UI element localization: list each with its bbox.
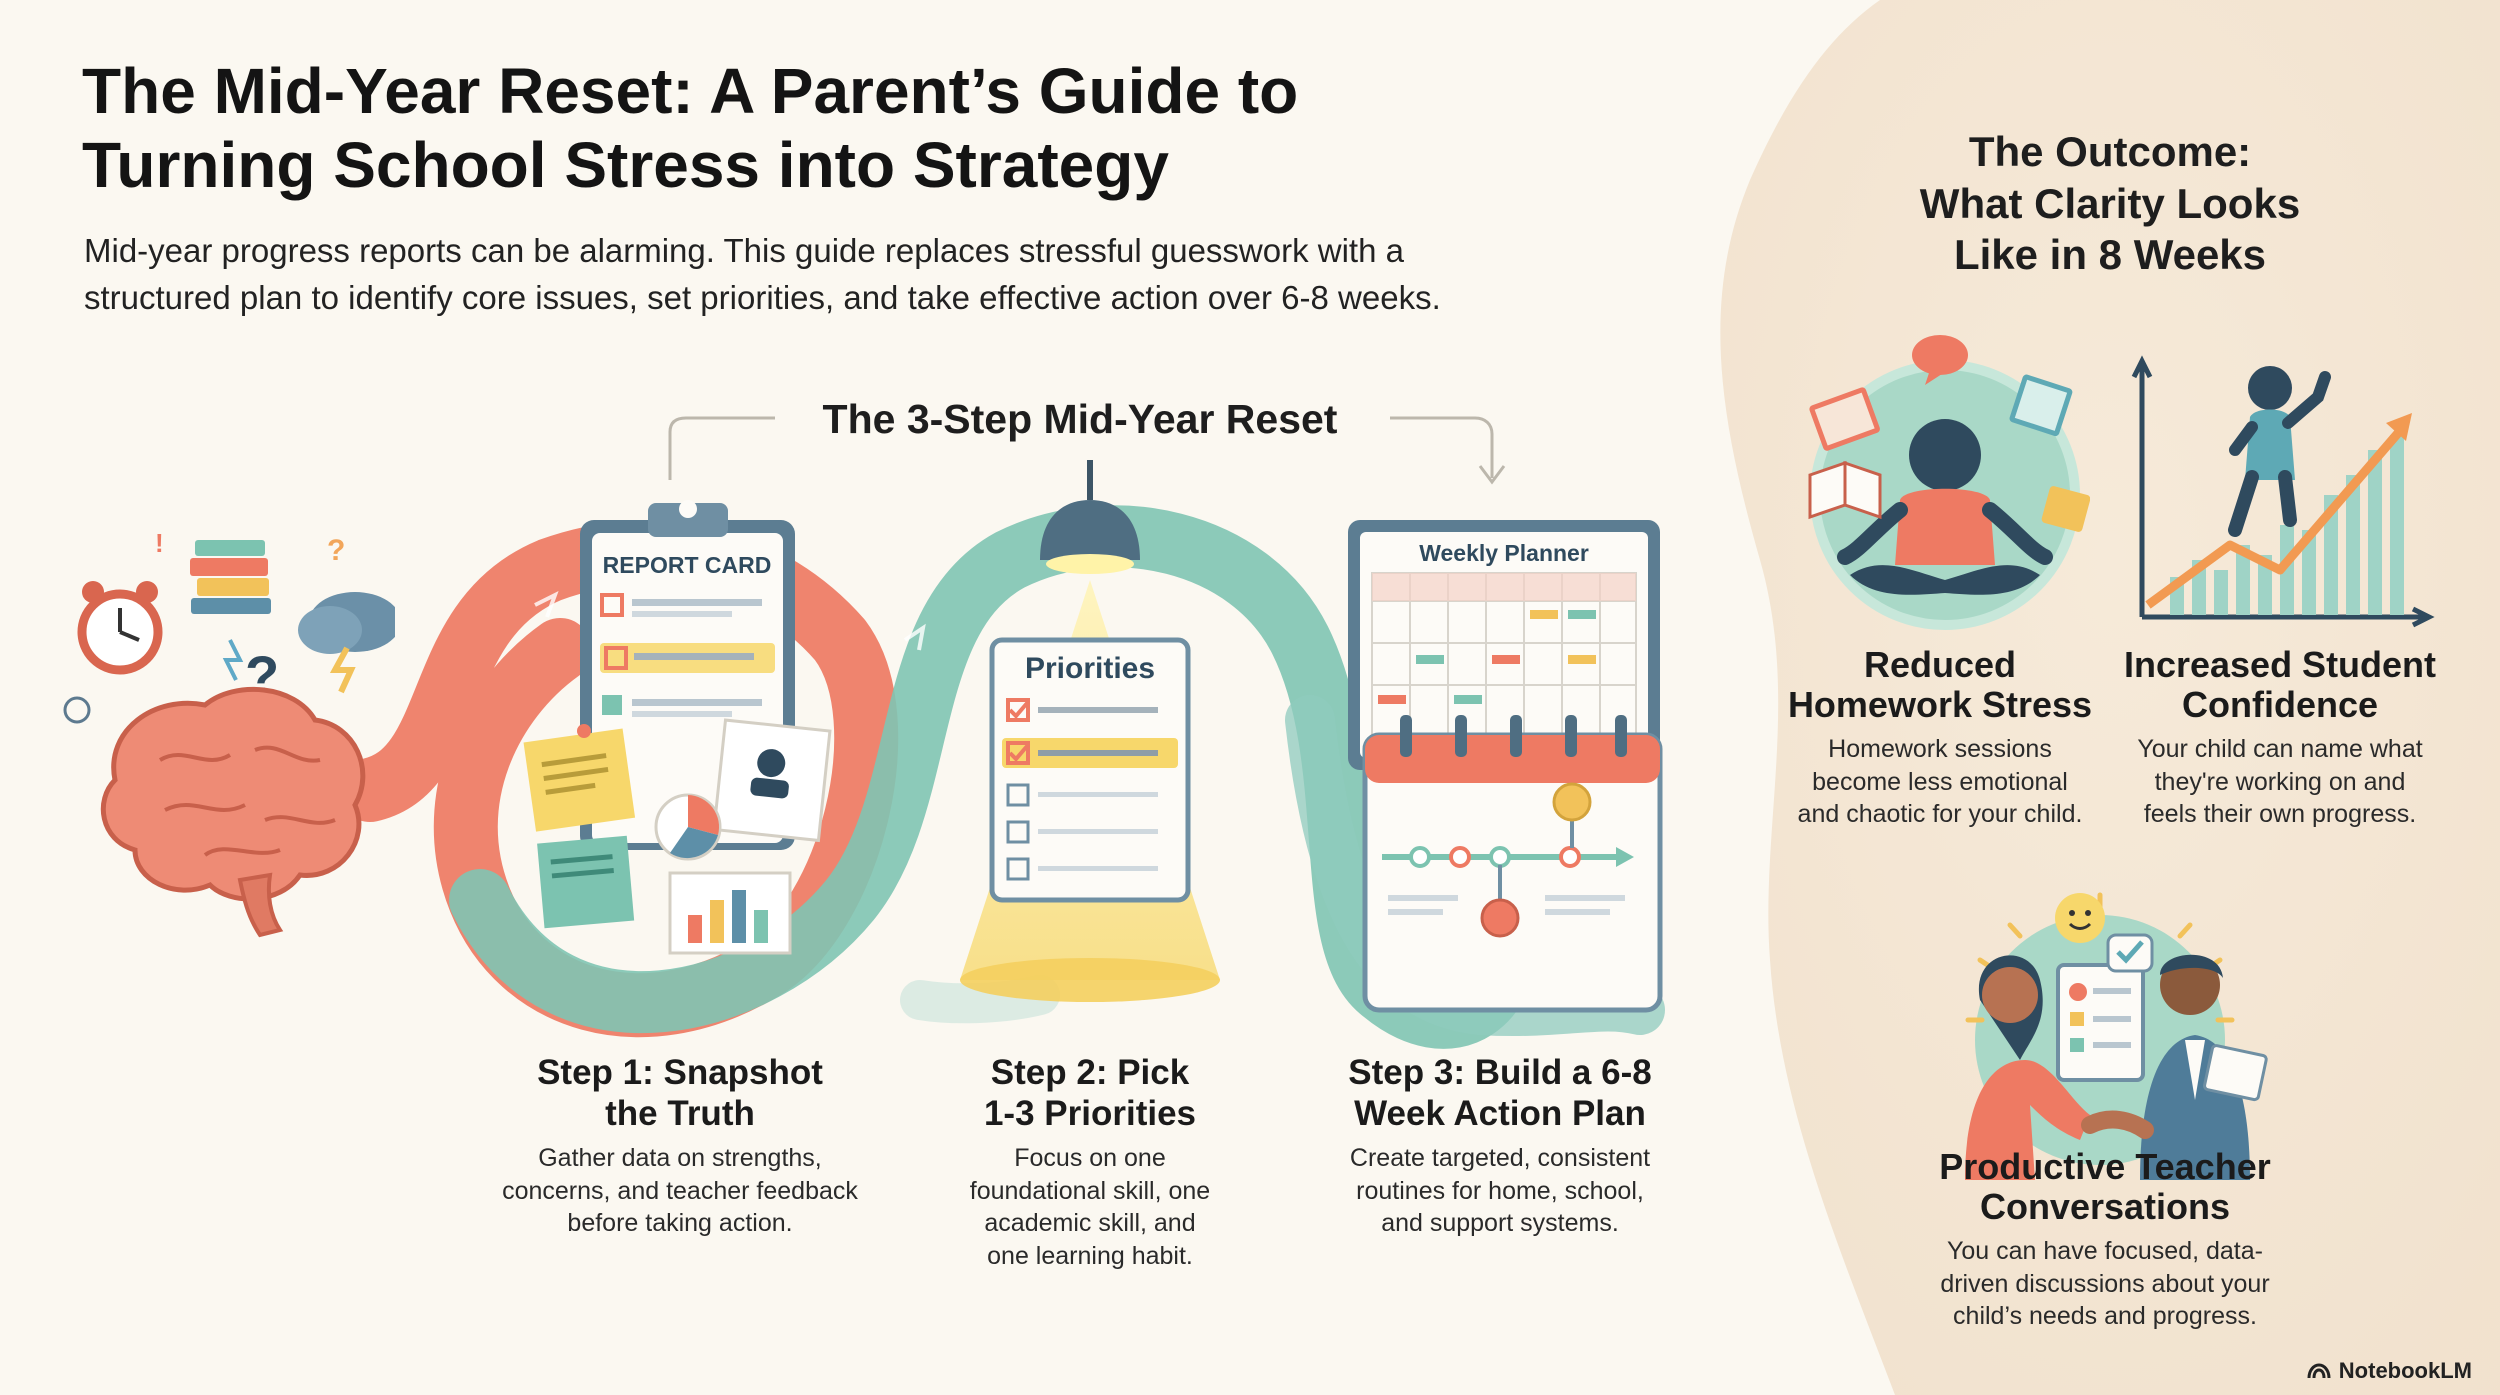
smiley-bubble-icon: [2055, 893, 2105, 943]
priorities-illustration: Priorities: [960, 460, 1220, 1002]
open-book-icon: [1808, 460, 1882, 520]
teacher-conversation-illustration: [1965, 892, 2268, 1180]
book-icon: [2041, 486, 2090, 532]
book-icon: [2009, 374, 2073, 437]
lamp-icon: [1040, 500, 1140, 560]
speech-bubble-icon: [1912, 335, 1968, 385]
brain-icon: [100, 686, 366, 938]
book-icon: [1809, 387, 1880, 451]
priorities-label: Priorities: [1025, 652, 1155, 685]
storm-cloud-icon: [298, 592, 395, 694]
heading-arrow-right: [1390, 416, 1494, 478]
brand-name: NotebookLM: [2338, 1358, 2472, 1383]
step1-description: Gather data on strengths,concerns, and t…: [502, 1144, 858, 1237]
planner-label: Weekly Planner: [1419, 540, 1589, 566]
brand-watermark: NotebookLM: [2306, 1358, 2472, 1384]
calm-child-illustration: [1808, 335, 2090, 630]
outcome3-description: You can have focused, data-driven discus…: [1940, 1237, 2270, 1330]
clipboard-label: REPORT CARD: [603, 552, 772, 578]
checkmark-bubble-icon: [2106, 933, 2154, 973]
growth-chart-illustration: [2131, 355, 2435, 628]
heading-bracket-left: [668, 416, 775, 480]
reset-heading: The 3-Step Mid-Year Reset: [822, 396, 1338, 442]
ribbon-arrow-icon: [534, 590, 559, 618]
ribbon-arrow-icon: [903, 623, 926, 651]
report-card-illustration: REPORT CARD: [523, 500, 832, 955]
small-clock-icon: [63, 696, 91, 724]
alarm-clock-icon: [77, 581, 163, 675]
notebooklm-logo-icon: [2307, 1363, 2331, 1379]
exclamation-icon: !: [155, 528, 164, 558]
child-head: [1909, 419, 1981, 491]
page-subtitle: Mid-year progress reports can be alarmin…: [84, 232, 1441, 316]
planner-illustration: Weekly Planner: [1348, 520, 1663, 1013]
stressed-brain-illustration: ? ? !: [63, 528, 395, 938]
books-icon: [190, 540, 271, 614]
question-mark-icon: ?: [327, 534, 345, 567]
lightning-icon: [222, 639, 244, 681]
